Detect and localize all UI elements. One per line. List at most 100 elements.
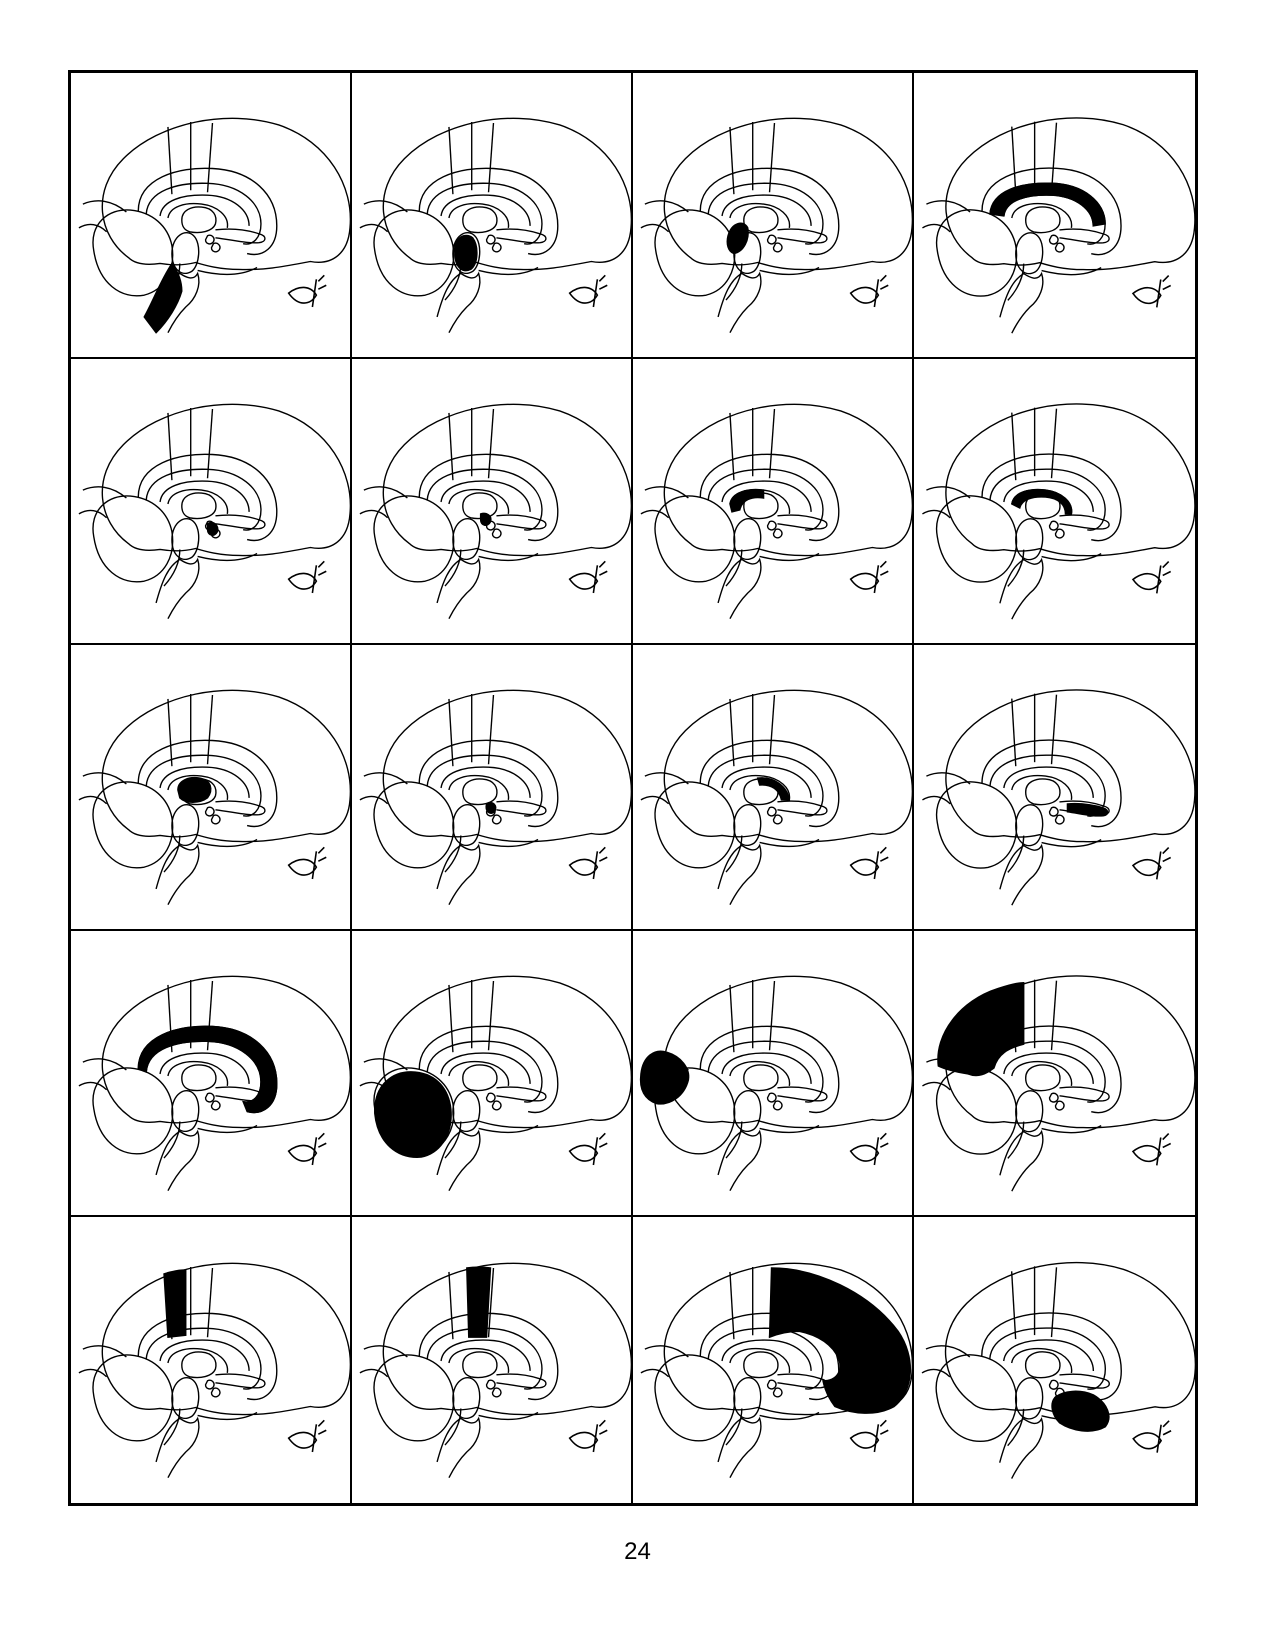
brainstem (155, 271, 200, 334)
pituitary (1054, 528, 1065, 539)
fornix-arc (729, 774, 791, 800)
brainstem-side (444, 549, 462, 587)
brain-sagittal-diagram (922, 403, 1195, 620)
fornix-arc (1010, 1347, 1073, 1374)
sulcus-line-3 (206, 408, 214, 479)
corpus-callosum-lower (440, 194, 531, 226)
corpus-callosum-lower (159, 480, 250, 512)
brain-panel (352, 645, 633, 931)
occipital-line-2 (359, 223, 389, 233)
brainstem (999, 1129, 1044, 1192)
brainstem-side (163, 1408, 181, 1446)
highlight-pons (454, 234, 478, 272)
pituitary (210, 1100, 221, 1111)
highlight-hypothalamus (479, 512, 492, 527)
brainstem-side (163, 835, 181, 873)
brainstem-side (725, 835, 743, 873)
brainstem-side (1007, 1408, 1025, 1447)
mammillary-body (204, 1092, 215, 1103)
corpus-callosum-lower (159, 194, 250, 226)
brainstem-side (1007, 549, 1025, 587)
optic-nerve (777, 1086, 828, 1102)
fornix-arc (167, 1060, 229, 1086)
thalamus-ring (743, 1351, 779, 1379)
fornix-arc (448, 774, 510, 800)
eye-icon (1131, 1133, 1172, 1166)
temporal-line (1041, 1125, 1102, 1134)
thalamus-ring (181, 778, 217, 806)
brainstem (717, 557, 762, 620)
occipital-line-2 (78, 795, 108, 805)
brainstem (999, 271, 1044, 334)
eye-icon (287, 560, 327, 594)
corpus-callosum-upper (145, 182, 262, 245)
mammillary-body (766, 520, 777, 531)
occipital-line-2 (78, 223, 108, 233)
brain-sagittal-diagram (640, 403, 912, 620)
brain-outline (382, 403, 631, 557)
brain-sagittal-diagram (922, 689, 1195, 906)
sulcus-line-1 (1011, 984, 1017, 1053)
occipital-line-2 (78, 509, 108, 519)
cerebellum-outline (373, 1354, 455, 1442)
sulcus-line-1 (448, 698, 454, 767)
occipital-line (363, 772, 408, 785)
brainstem (717, 1416, 762, 1479)
cerebellum-outline (92, 1354, 174, 1442)
brainstem (999, 843, 1044, 906)
brain-outline (945, 117, 1195, 271)
fornix-arc (1011, 202, 1073, 229)
pons-outline (1015, 518, 1044, 561)
brain-panel (352, 73, 633, 359)
pituitary (210, 814, 221, 825)
fornix-arc (167, 202, 229, 228)
mammillary-body (204, 520, 215, 531)
pons-outline (171, 1090, 200, 1133)
corpus-callosum-upper (707, 754, 824, 817)
brain-sagittal-diagram (78, 975, 350, 1192)
corpus-callosum-upper (707, 182, 824, 245)
corpus-callosum-upper (989, 182, 1106, 245)
cerebellum-outline (92, 781, 174, 869)
sulcus-line-1 (167, 698, 173, 767)
pons-outline (452, 1377, 481, 1420)
optic-nerve (496, 514, 547, 530)
thalamus-ring (462, 206, 498, 234)
occipital-line (644, 772, 689, 785)
brainstem-side (1007, 1121, 1025, 1159)
brainstem (999, 1416, 1044, 1479)
optic-nerve (496, 1086, 547, 1102)
pons-outline (1015, 1090, 1044, 1133)
occipital-line-2 (921, 1368, 951, 1378)
sulcus-line-3 (206, 122, 214, 193)
mammillary-body (766, 1092, 777, 1103)
corpus-callosum-lower (1003, 194, 1094, 226)
brain-sagittal-diagram (359, 117, 631, 334)
sulcus-line-1 (729, 698, 735, 767)
thalamus-ring (1025, 778, 1061, 806)
cerebellum-outline (654, 495, 736, 583)
occipital-line (644, 486, 689, 499)
sulcus-line-3 (1050, 408, 1058, 479)
sulcus-line-1 (1011, 412, 1017, 481)
pons-outline (452, 1090, 481, 1133)
cingulate-arc-outer (137, 1025, 278, 1114)
mammillary-body (766, 1379, 777, 1390)
thalamus-ring (1025, 206, 1061, 234)
corpus-callosum-lower (159, 1339, 250, 1371)
pons-outline (1015, 232, 1044, 275)
pituitary (491, 242, 502, 253)
sulcus-line-3 (1050, 980, 1058, 1051)
sulcus-line-1 (729, 984, 735, 1053)
cerebellum-outline (92, 1067, 174, 1155)
mammillary-body (485, 1379, 496, 1390)
corpus-callosum-upper (426, 182, 543, 245)
sulcus-line-1 (1011, 126, 1017, 195)
occipital-line (363, 200, 408, 213)
page-number: 24 (624, 1538, 651, 1565)
temporal-line (759, 1411, 820, 1421)
corpus-callosum-lower (440, 766, 531, 798)
brain-sagittal-diagram (78, 689, 350, 906)
brain-panel (914, 1217, 1195, 1503)
cingulate-arc-outer (137, 739, 278, 828)
